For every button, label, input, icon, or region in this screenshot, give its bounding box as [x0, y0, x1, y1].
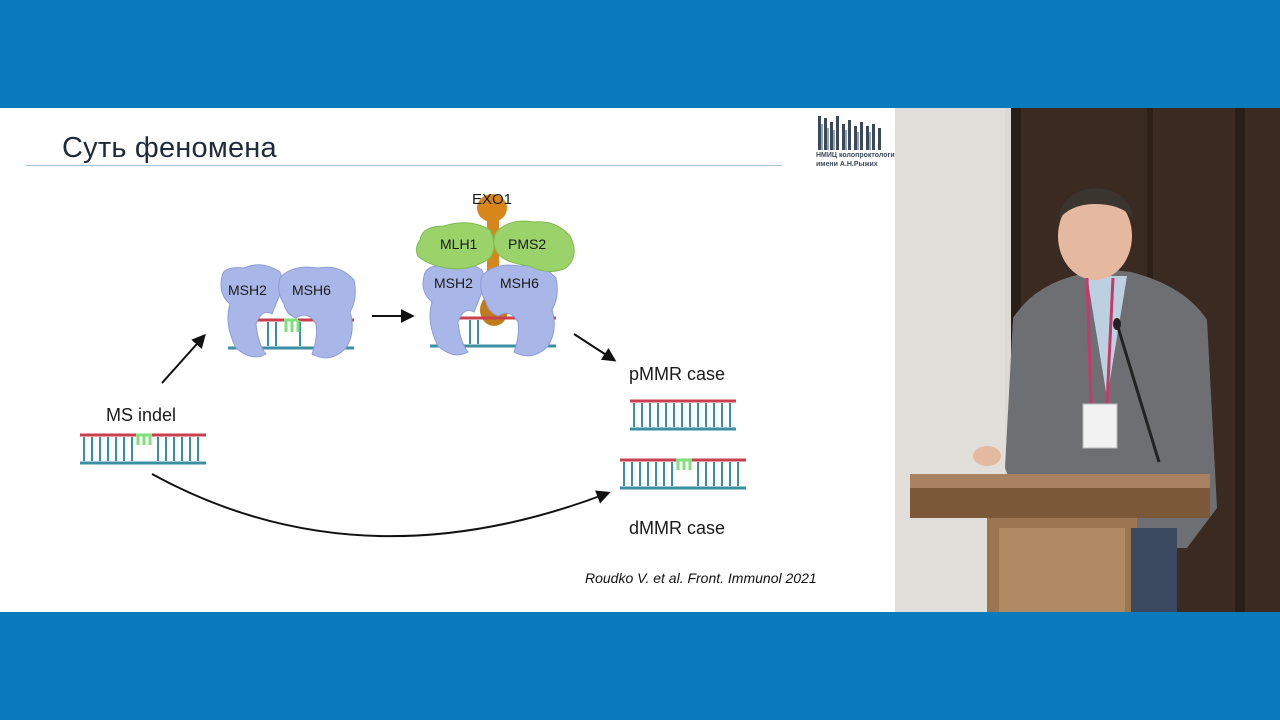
top-band [0, 0, 1280, 108]
dmmr-dna-icon [620, 458, 746, 490]
title-divider [26, 165, 782, 166]
pmmr-dna-icon [630, 399, 736, 431]
msh2-label: MSH2 [228, 282, 267, 298]
msh6-label: MSH6 [292, 282, 331, 298]
mlh1-pms2-exo1-complex-icon [415, 194, 575, 357]
dmmr-label: dMMR case [629, 518, 726, 538]
speaker-scene-icon [895, 108, 1280, 612]
arrow-to-pmmr [573, 333, 617, 362]
ms-indel-dna-icon [80, 433, 206, 465]
arrow-to-dmmr [151, 473, 611, 538]
exo1-label: EXO1 [472, 191, 513, 208]
mlh1-label: MLH1 [440, 236, 478, 252]
logo-text-line2: имени А.Н.Рыжих [816, 161, 878, 168]
logo-text-line1: НМИЦ колопроктологии [816, 152, 895, 159]
msh6-label-complex: MSH6 [500, 275, 539, 291]
pmmr-label: pMMR case [629, 364, 726, 384]
mismatch-repair-diagram [80, 194, 746, 538]
msh2-msh6-complex-icon [220, 264, 356, 359]
msh2-label-complex: MSH2 [434, 275, 473, 291]
pms2-label: PMS2 [508, 236, 547, 252]
presentation-slide: Суть феномена НМИЦ колопроктологии имени… [0, 108, 895, 612]
slide-title: Суть феномена [62, 132, 277, 164]
arrow-to-recognition [161, 333, 206, 384]
institute-logo-icon [818, 116, 881, 150]
bottom-band [0, 612, 1280, 720]
citation: Roudko V. et al. Front. Immunol 2021 [585, 570, 817, 586]
speaker-video [895, 108, 1280, 612]
ms-indel-label: MS indel [106, 405, 177, 425]
